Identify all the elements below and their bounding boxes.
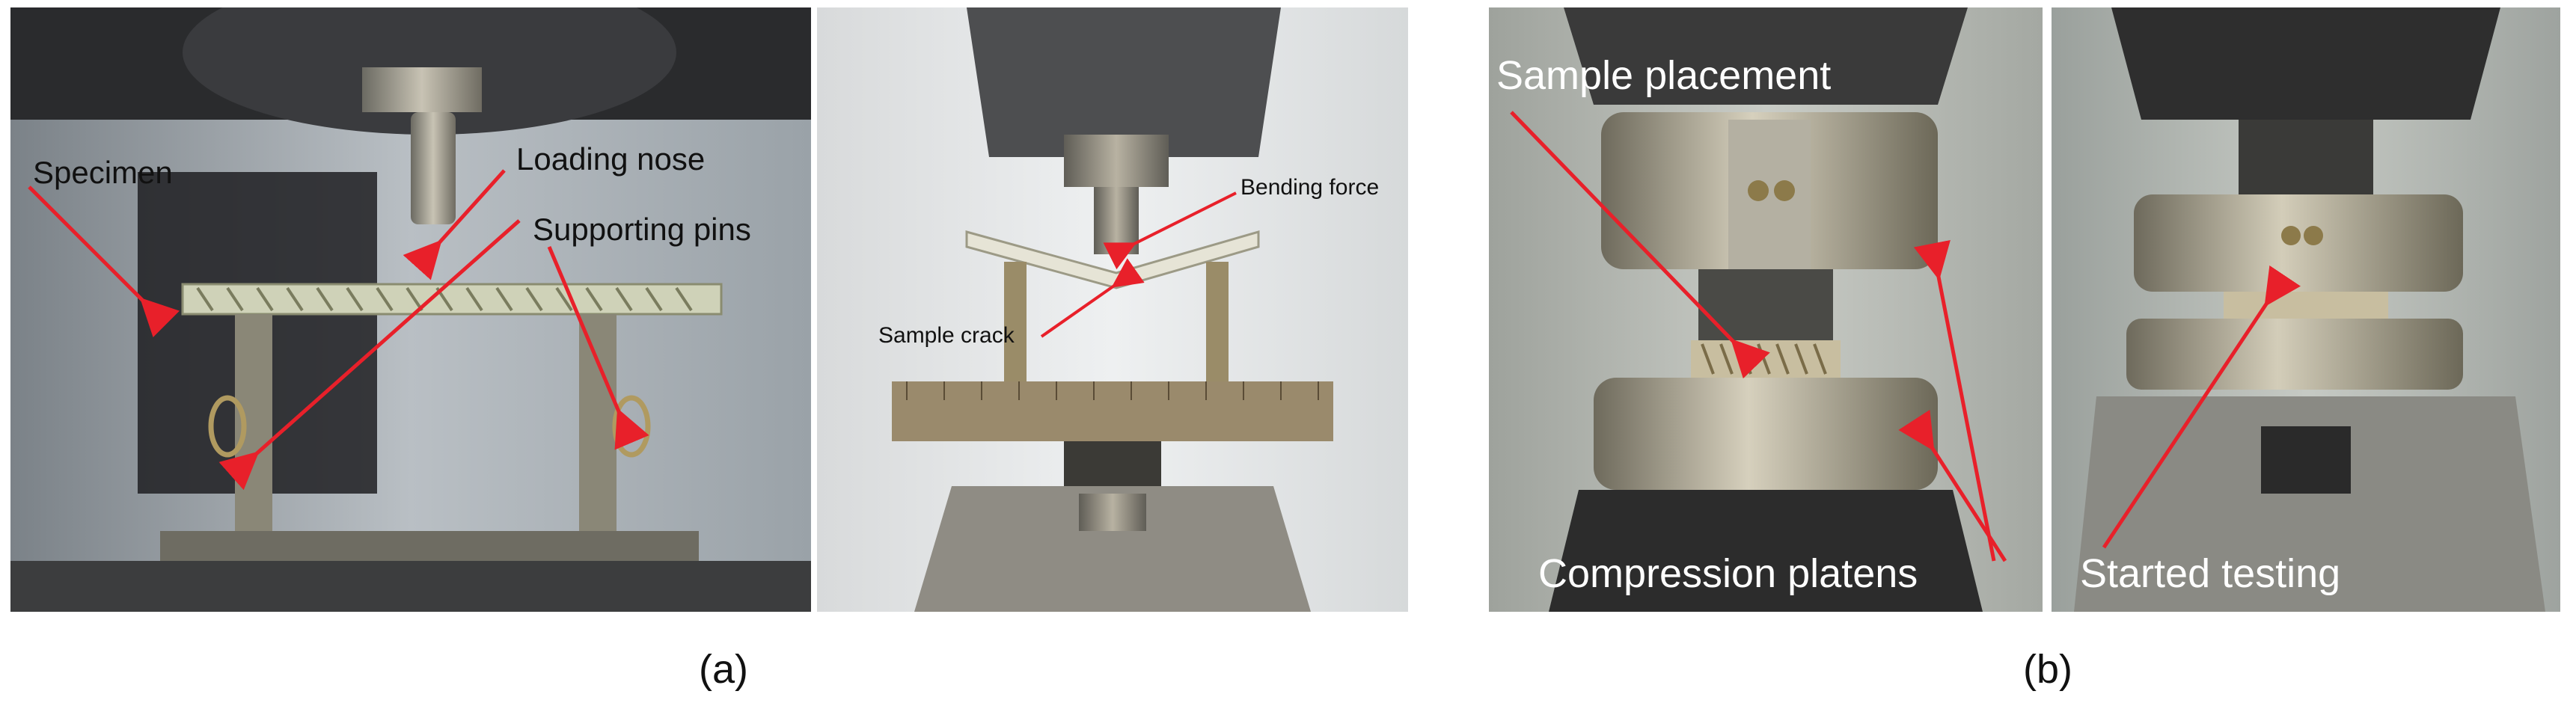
specimen-arrow [28,185,180,337]
caption-b: (b) [2023,647,2072,692]
lower-platen [2126,319,2463,390]
crosshead [2111,7,2500,120]
label-loading-nose: Loading nose [516,141,706,176]
right-support-post [579,314,617,538]
label-sample-crack: Sample crack [878,323,1015,348]
crosshead [1564,7,1968,105]
bending-force-arrow [1103,191,1237,270]
crosshead [967,7,1281,157]
upper-platen [2134,194,2463,292]
photo-bending-setup: Specimen Loading nose Supporting pins [10,7,811,612]
label-started-testing: Started testing [2080,551,2341,596]
photo-started-testing: Started testing [2052,7,2560,612]
table [10,561,811,612]
caption-a: (a) [699,647,748,692]
lower-platen-arrow [1898,409,2007,562]
label-compression-platens: Compression platens [1538,551,1918,596]
ruler [892,381,1333,441]
label-supporting-pins: Supporting pins [533,212,751,247]
supporting-pin-left-arrow [218,219,521,491]
loading-nose-shape [411,112,456,224]
photo-bent-specimen: Bending force Sample crack [817,7,1408,612]
label-specimen: Specimen [33,155,173,190]
label-sample-placement: Sample placement [1496,53,1832,98]
started-testing-arrow [2102,265,2301,549]
lower-platen [1594,378,1938,490]
bending-setup-drawing [10,7,811,612]
placement-drawing [1489,7,2043,612]
sample-placement-arrow [1510,111,1770,379]
loading-nose-arrow [403,169,506,280]
sample-shape [2224,292,2388,319]
bent-specimen-drawing [817,7,1408,612]
lower-fixture [2074,396,2545,612]
lower-fixture [914,486,1311,612]
lower-fixture [1549,490,1983,612]
testing-drawing [2052,7,2560,612]
left-support-post [235,314,272,538]
nose-holder [362,67,482,112]
sample-crack-arrow [1040,258,1145,338]
label-bending-force: Bending force [1240,175,1380,200]
upper-platen-arrow [1913,239,1996,562]
photo-sample-placement: Sample placement Compression platens [1489,7,2043,612]
supporting-pin-right-arrow [547,246,649,450]
